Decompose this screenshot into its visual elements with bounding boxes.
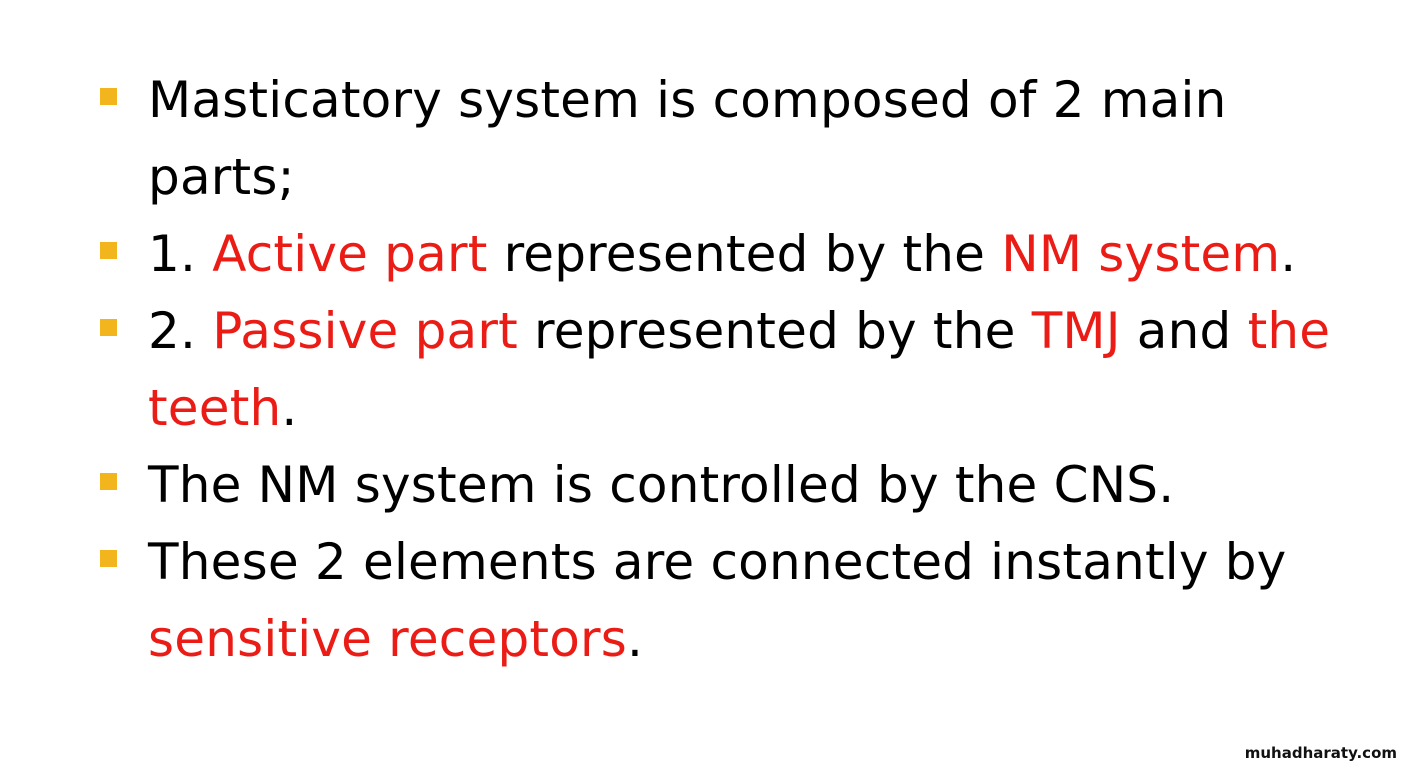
highlighted-term: Active part xyxy=(212,225,488,283)
bullet-text: Masticatory system is composed of 2 main… xyxy=(148,71,1227,206)
bullet-list: Masticatory system is composed of 2 main… xyxy=(98,62,1358,678)
bullet-text: . xyxy=(281,379,298,437)
highlighted-term: TMJ xyxy=(1031,302,1121,360)
bullet-text: . xyxy=(1280,225,1297,283)
bullet-item: 1. Active part represented by the NM sys… xyxy=(98,216,1358,293)
square-bullet-icon xyxy=(100,242,117,259)
bullet-item: Masticatory system is composed of 2 main… xyxy=(98,62,1358,216)
bullet-text: 2. xyxy=(148,302,213,360)
square-bullet-icon xyxy=(100,88,117,105)
bullet-text: These 2 elements are connected instantly… xyxy=(148,533,1287,591)
bullet-text: and xyxy=(1120,302,1248,360)
bullet-text: represented by the xyxy=(487,225,1002,283)
square-bullet-icon xyxy=(100,550,117,567)
bullet-item: The NM system is controlled by the CNS. xyxy=(98,447,1358,524)
square-bullet-icon xyxy=(100,473,117,490)
highlighted-term: sensitive receptors xyxy=(148,610,627,668)
bullet-text: represented by the xyxy=(517,302,1032,360)
highlighted-term: the teeth xyxy=(148,302,1331,437)
square-bullet-icon xyxy=(100,319,117,336)
bullet-text: 1. xyxy=(148,225,213,283)
bullet-text: . xyxy=(627,610,644,668)
highlighted-term: Passive part xyxy=(212,302,518,360)
bullet-text: The NM system is controlled by the CNS. xyxy=(148,456,1175,514)
highlighted-term: NM system xyxy=(1001,225,1281,283)
bullet-item: These 2 elements are connected instantly… xyxy=(98,524,1358,678)
watermark: muhadharaty.com xyxy=(1244,744,1397,762)
bullet-item: 2. Passive part represented by the TMJ a… xyxy=(98,293,1358,447)
